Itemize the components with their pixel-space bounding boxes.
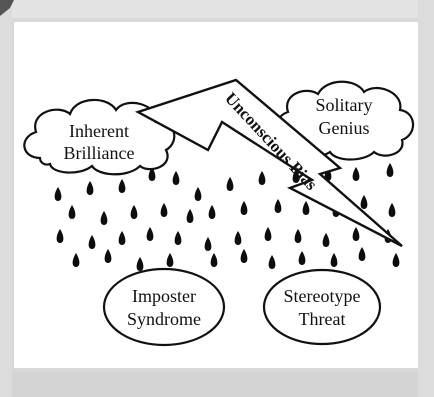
frame-top-band bbox=[0, 0, 434, 18]
frame-right-band bbox=[418, 0, 434, 397]
oval-right-line-1: Stereotype bbox=[284, 286, 361, 306]
cloud-right-line-2: Genius bbox=[319, 118, 370, 138]
cloud-right-line-1: Solitary bbox=[316, 95, 373, 115]
oval-stereotype-threat: Stereotype Threat bbox=[264, 270, 380, 344]
cloud-left-line-1: Inherent bbox=[69, 121, 129, 141]
oval-left-line-1: Imposter bbox=[132, 286, 196, 306]
frame-left-band bbox=[0, 0, 12, 397]
oval-left-shape bbox=[104, 269, 224, 345]
frame-bottom-band bbox=[0, 372, 434, 397]
oval-right-line-2: Threat bbox=[299, 309, 346, 329]
oval-imposter-syndrome: Imposter Syndrome bbox=[104, 269, 224, 345]
oval-right-shape bbox=[264, 270, 380, 344]
oval-left-line-2: Syndrome bbox=[127, 309, 201, 329]
cloud-left-line-2: Brilliance bbox=[64, 143, 135, 163]
